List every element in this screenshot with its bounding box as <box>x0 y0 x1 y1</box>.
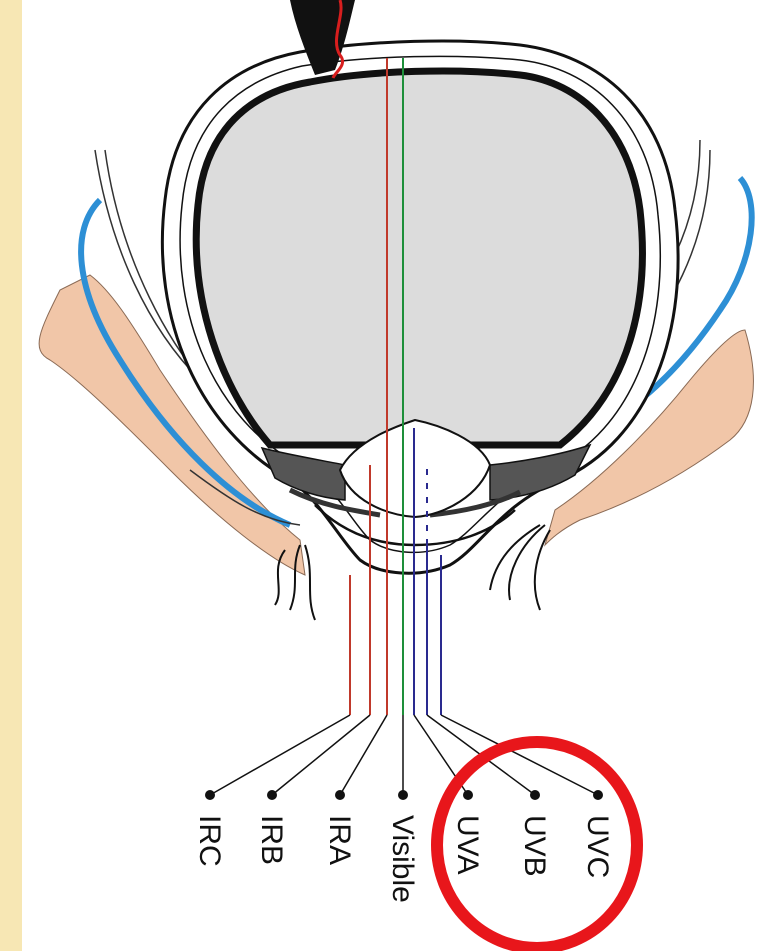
visible-label: Visible <box>386 815 419 903</box>
ira-label: IRA <box>323 815 356 865</box>
right-eyelashes <box>490 525 550 610</box>
vitreous-body <box>196 71 642 445</box>
uva-dot <box>463 790 473 800</box>
uvb-dot <box>530 790 540 800</box>
ira-dot <box>335 790 345 800</box>
uva-label: UVA <box>451 815 484 874</box>
irb-connector <box>272 715 370 795</box>
ira-connector <box>340 715 387 795</box>
irc-dot <box>205 790 215 800</box>
visible-dot <box>398 790 408 800</box>
irb-label: IRB <box>255 815 288 865</box>
uvc-dot <box>593 790 603 800</box>
irc-label: IRC <box>193 815 226 867</box>
irb-dot <box>267 790 277 800</box>
irc-connector <box>210 715 350 795</box>
uvc-label: UVC <box>581 815 614 878</box>
uvb-label: UVB <box>518 815 551 877</box>
